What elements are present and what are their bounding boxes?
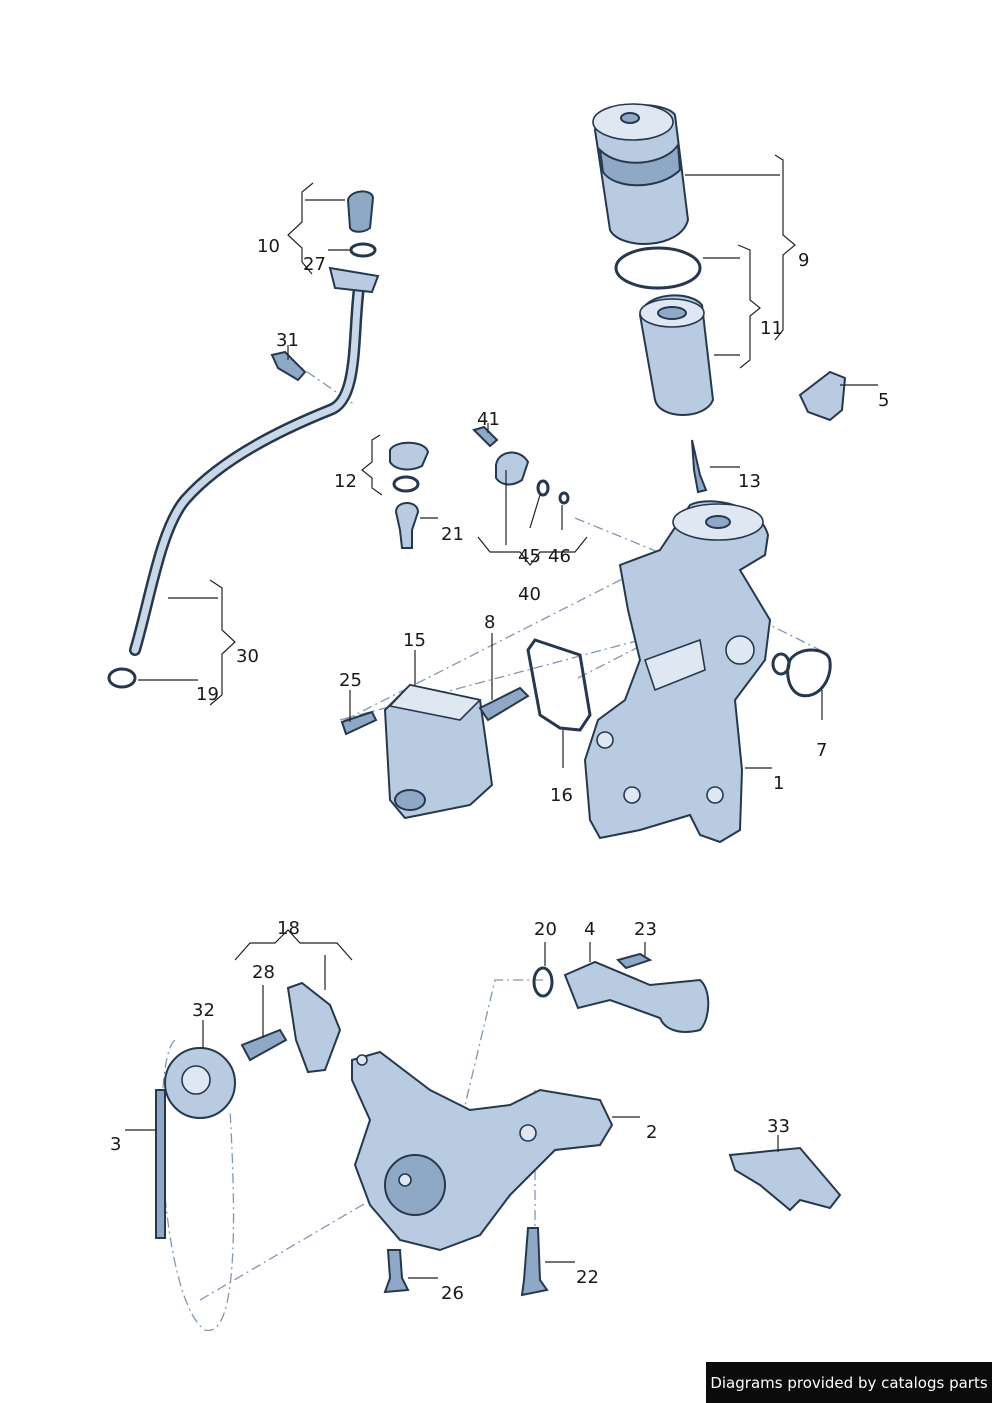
callout-labels: 1 2 3 4 5 7 8 9 10 11 12 13 15 16 18 19 … — [110, 236, 889, 1304]
label-19: 19 — [196, 684, 219, 705]
label-2: 2 — [646, 1122, 657, 1143]
leader-lines — [125, 154, 878, 1279]
dipstick-bracket — [328, 266, 380, 294]
bolt-31 — [270, 350, 307, 382]
label-33: 33 — [767, 1116, 790, 1137]
o-ring-20 — [532, 966, 554, 998]
tube-seal-ring — [107, 667, 137, 689]
banjo-bolt-8 — [478, 686, 530, 722]
oil-pressure-sensor — [691, 439, 708, 494]
oil-pump — [351, 1050, 614, 1252]
label-22: 22 — [576, 1267, 599, 1288]
label-5: 5 — [878, 390, 889, 411]
bolt-23 — [616, 952, 653, 970]
bolt-41 — [472, 425, 499, 448]
label-10: 10 — [257, 236, 280, 257]
label-15: 15 — [403, 630, 426, 651]
gasket-16 — [526, 638, 592, 732]
suction-pipe — [563, 960, 710, 1033]
label-45: 45 — [518, 546, 541, 567]
label-20: 20 — [534, 919, 557, 940]
label-26: 26 — [441, 1283, 464, 1304]
cap-12 — [389, 441, 430, 471]
o-ring-45 — [536, 479, 550, 497]
label-30: 30 — [236, 646, 259, 667]
bolt-28 — [240, 1028, 288, 1062]
label-46: 46 — [548, 546, 571, 567]
label-41: 41 — [477, 409, 500, 430]
valve-housing — [495, 451, 530, 486]
oil-filter-housing — [592, 103, 690, 245]
label-9: 9 — [798, 250, 809, 271]
label-16: 16 — [550, 785, 573, 806]
label-4: 4 — [584, 919, 595, 940]
label-7: 7 — [816, 740, 827, 761]
label-40: 40 — [518, 584, 541, 605]
cap-12-seal — [392, 475, 420, 493]
timing-chain — [155, 1089, 166, 1239]
label-18: 18 — [277, 918, 300, 939]
label-13: 13 — [738, 471, 761, 492]
o-ring-7 — [771, 652, 791, 676]
oil-filter-bracket — [583, 500, 772, 844]
credit-banner: Diagrams provided by catalogs parts — [706, 1362, 992, 1403]
clip — [798, 370, 847, 422]
label-31: 31 — [276, 330, 299, 351]
chain-tensioner — [286, 981, 342, 1074]
bolt-26 — [383, 1249, 410, 1294]
gasket-7 — [786, 648, 832, 698]
filler-cap — [346, 190, 375, 233]
label-8: 8 — [484, 612, 495, 633]
bolt-22 — [520, 1227, 549, 1297]
oil-cooler — [383, 683, 494, 820]
label-3: 3 — [110, 1134, 121, 1155]
dipstick-tube — [129, 274, 366, 656]
label-27: 27 — [303, 254, 326, 275]
label-12: 12 — [334, 471, 357, 492]
label-23: 23 — [634, 919, 657, 940]
label-21: 21 — [441, 524, 464, 545]
oil-filter-element — [638, 294, 715, 416]
label-28: 28 — [252, 962, 275, 983]
label-25: 25 — [339, 670, 362, 691]
filter-seal-ring — [614, 246, 702, 290]
filler-cap-seal — [349, 242, 377, 258]
label-11: 11 — [760, 318, 783, 339]
bracket-33 — [728, 1146, 842, 1212]
o-ring-46 — [558, 491, 570, 505]
label-32: 32 — [192, 1000, 215, 1021]
bolt-25 — [340, 710, 378, 736]
label-1: 1 — [773, 773, 784, 794]
pin-21 — [394, 502, 420, 549]
